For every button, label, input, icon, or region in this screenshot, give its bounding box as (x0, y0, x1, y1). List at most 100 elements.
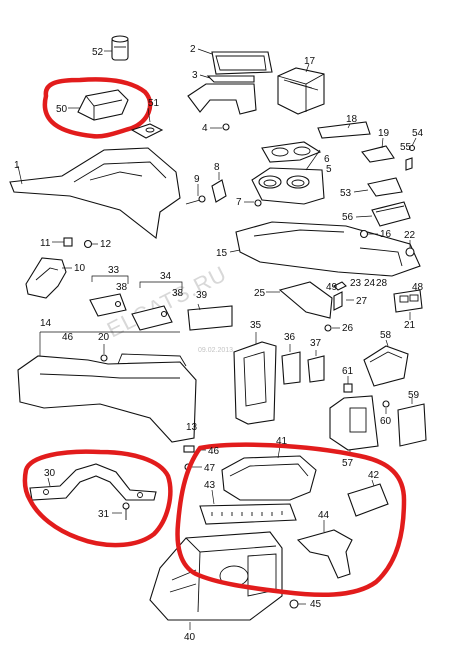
part-6-insert (261, 141, 322, 163)
callout-8: 8 (214, 162, 220, 173)
part-42-pad (347, 479, 389, 517)
callout-54: 54 (412, 128, 424, 139)
callout-53: 53 (340, 188, 352, 199)
callout-37: 37 (310, 338, 322, 349)
callout-labels: 1 2 3 4 5 6 7 8 9 10 11 12 13 14 15 16 1… (14, 44, 424, 643)
callout-55: 55 (400, 142, 412, 153)
highlight-ring-40-44 (175, 442, 407, 598)
part-61-button (343, 376, 353, 393)
callout-21: 21 (404, 320, 416, 331)
callout-39: 39 (196, 290, 208, 301)
callout-33: 33 (108, 265, 120, 276)
part-8-clip (211, 172, 227, 203)
callout-56: 56 (342, 212, 354, 223)
callout-6: 6 (324, 154, 330, 165)
callout-25: 25 (254, 288, 266, 299)
callout-35: 35 (250, 320, 262, 331)
part-33-tray (89, 275, 129, 317)
part-50-cover (68, 89, 129, 121)
part-23-24-clips (333, 281, 347, 291)
part-21-switch-block (393, 289, 423, 320)
callout-26: 26 (342, 323, 354, 334)
part-45-nut (289, 599, 306, 609)
part-10-bracket (25, 257, 72, 299)
callout-12: 12 (100, 239, 112, 250)
callout-60: 60 (380, 416, 392, 427)
callout-13: 13 (186, 422, 198, 433)
callout-30: 30 (44, 468, 56, 479)
callout-31: 31 (98, 509, 110, 520)
callout-45: 45 (310, 599, 322, 610)
callout-10: 10 (74, 263, 86, 274)
callout-47: 47 (204, 463, 216, 474)
part-2-frame (197, 48, 273, 75)
part-38-springs (114, 300, 168, 318)
part-1-console-housing (9, 147, 181, 240)
callout-58: 58 (380, 330, 392, 341)
callout-51: 51 (148, 98, 160, 109)
part-15-console (229, 221, 421, 277)
callout-49: 49 (326, 282, 338, 293)
callout-57: 57 (342, 458, 354, 469)
part-54-55-clips (405, 137, 417, 171)
part-30-bracket (29, 463, 157, 501)
part-31-screw (112, 502, 130, 520)
callout-38b: 38 (172, 288, 184, 299)
callout-23: 23 (350, 278, 362, 289)
part-53-tray (353, 177, 403, 197)
part-7-screw (244, 199, 262, 207)
part-27-clip (333, 291, 354, 311)
callout-40: 40 (184, 632, 196, 643)
callout-61: 61 (342, 366, 354, 377)
callout-2: 2 (190, 44, 196, 55)
callout-16: 16 (380, 229, 392, 240)
callout-14: 14 (40, 318, 52, 329)
callout-1: 1 (14, 160, 20, 171)
callout-34: 34 (160, 271, 172, 282)
callout-3: 3 (192, 70, 198, 81)
callout-7: 7 (236, 197, 242, 208)
part-20-screw (100, 344, 108, 362)
part-59-panel (397, 398, 427, 447)
part-36-cover (281, 344, 301, 385)
callout-22: 22 (404, 230, 416, 241)
part-14-console-lower (17, 331, 197, 443)
callout-46a: 46 (62, 332, 74, 343)
part-41-lid (221, 445, 317, 501)
part-52-socket (104, 35, 129, 61)
callout-20: 20 (98, 332, 110, 343)
part-43-plate (199, 489, 297, 525)
callout-46b: 46 (208, 446, 220, 457)
part-12-nut (83, 239, 98, 249)
part-3-frame (187, 74, 257, 115)
part-35-trim (233, 332, 277, 425)
part-16-nut (359, 229, 378, 239)
part-25-panel (266, 281, 333, 319)
highlight-ring-50 (42, 77, 153, 139)
part-11-clip (52, 237, 73, 247)
part-9-screw (185, 184, 206, 205)
part-58-cover (363, 339, 409, 387)
part-18-mat (317, 121, 371, 139)
callout-15: 15 (216, 248, 228, 259)
callout-28: 28 (376, 278, 388, 289)
callout-52: 52 (92, 47, 104, 58)
date-stamp: 09.02.2013 (198, 347, 233, 354)
part-60-screw (382, 400, 390, 414)
callout-17: 17 (304, 56, 316, 67)
callout-36: 36 (284, 332, 296, 343)
callout-48: 48 (412, 282, 424, 293)
callout-18: 18 (346, 114, 358, 125)
highlight-ring-30 (22, 449, 173, 548)
callout-44: 44 (318, 510, 330, 521)
part-39-tray (187, 303, 233, 331)
callout-5: 5 (326, 164, 332, 175)
part-44-bracket (296, 520, 353, 579)
callout-38a: 38 (116, 282, 128, 293)
part-19-mat (361, 137, 395, 163)
callout-4: 4 (202, 123, 208, 134)
callout-19: 19 (378, 128, 390, 139)
callout-27: 27 (356, 296, 368, 307)
part-26-screw (324, 324, 340, 332)
